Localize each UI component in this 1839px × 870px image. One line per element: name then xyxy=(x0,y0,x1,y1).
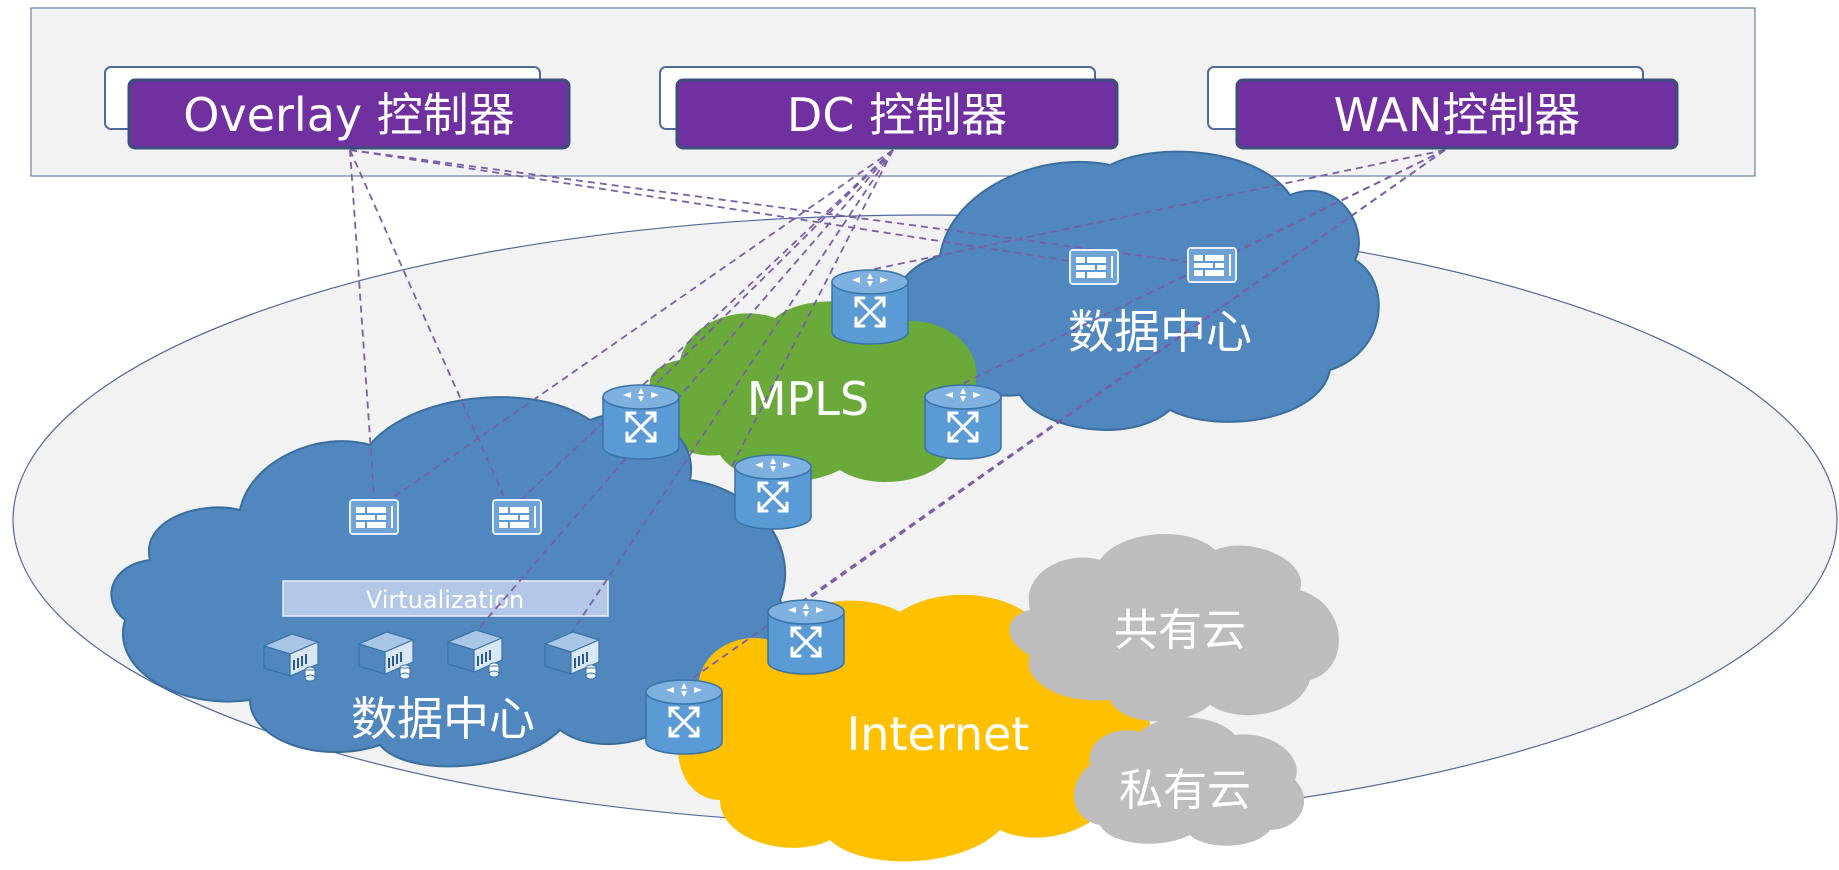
router-icon xyxy=(601,383,681,461)
overlay-controller[interactable]: Overlay 控制器 xyxy=(104,66,571,150)
cloud-private xyxy=(1073,717,1305,846)
firewall-icon xyxy=(492,499,542,535)
overlay-controller-label: Overlay 控制器 xyxy=(183,88,514,142)
cloud-label-datacenter-left: 数据中心 xyxy=(351,692,535,746)
dc-controller-label: DC 控制器 xyxy=(787,88,1007,142)
router-icon xyxy=(830,268,910,346)
cloud-label-public: 共有云 xyxy=(1114,605,1246,656)
firewall-icon xyxy=(349,499,399,535)
virtualization-label: Virtualization xyxy=(366,586,524,614)
router-icon xyxy=(733,453,813,531)
router-icon xyxy=(644,678,724,756)
wan-controller[interactable]: WAN控制器 xyxy=(1207,66,1679,150)
cloud-label-private: 私有云 xyxy=(1119,765,1251,816)
router-icon xyxy=(766,598,846,676)
dc-controller[interactable]: DC 控制器 xyxy=(659,66,1119,150)
control-links xyxy=(349,149,1446,681)
cloud-label-mpls: MPLS xyxy=(747,372,869,426)
virtualization-bar xyxy=(282,580,609,617)
firewall-icon xyxy=(1187,247,1237,283)
firewall-icon xyxy=(1069,249,1119,285)
cloud-mpls xyxy=(649,301,988,482)
cloud-label-internet: Internet xyxy=(847,707,1030,761)
wan-controller-label: WAN控制器 xyxy=(1334,88,1581,142)
cloud-public xyxy=(1009,533,1339,722)
router-icon xyxy=(923,383,1003,461)
